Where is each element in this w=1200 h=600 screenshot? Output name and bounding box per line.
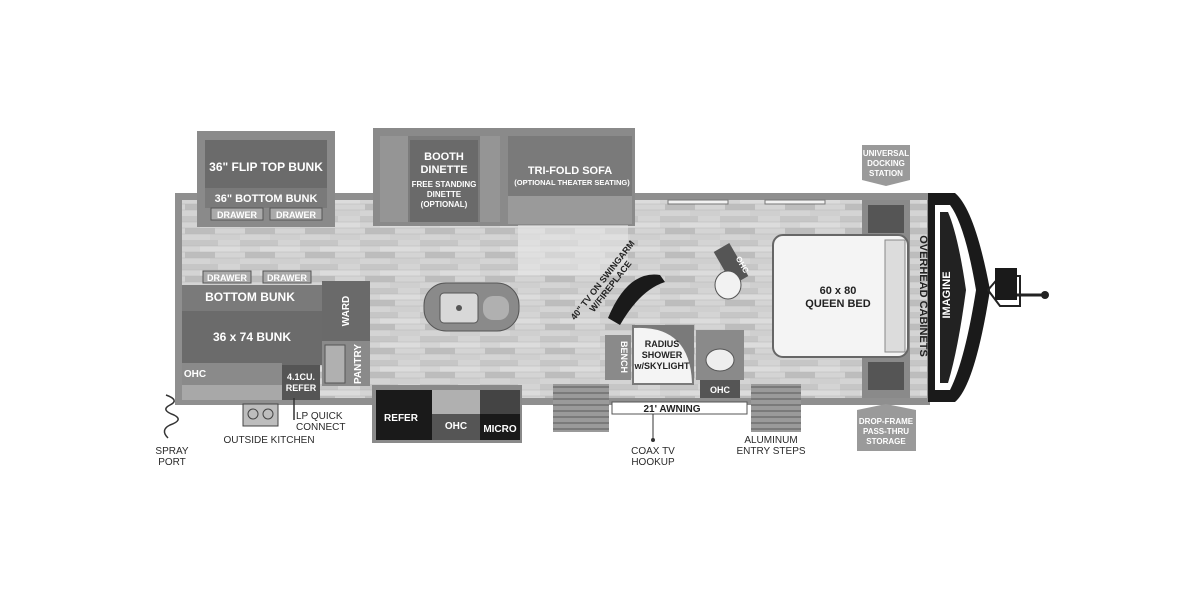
flip-top-bunk-slide: [197, 131, 335, 227]
toilet-icon: [713, 243, 749, 300]
kitchen-slide: [372, 385, 522, 443]
stove-icon: [480, 390, 520, 414]
sink-icon: [696, 330, 744, 398]
theater-seating-label: (OPTIONAL THEATER SEATING): [514, 178, 630, 187]
refer-label: REFER: [384, 413, 419, 424]
drawer-label: DRAWER: [207, 273, 247, 283]
brand-label: IMAGINE: [941, 271, 953, 318]
awning-label: 21' AWNING: [643, 404, 700, 415]
radius-shower: [632, 325, 694, 385]
bunk-36x74-label: 36 x 74 BUNK: [213, 330, 291, 344]
queen-bed: [772, 200, 910, 398]
bottom-bunk-36-label: 36" BOTTOM BUNK: [215, 193, 318, 205]
drawer-label: DRAWER: [267, 273, 307, 283]
ohc-label: OHC: [184, 369, 206, 380]
booth-dinette-slide: [373, 128, 635, 275]
tv-swingarm-icon: [608, 274, 665, 325]
hitch-icon: [986, 268, 1049, 307]
universal-docking-callout: [862, 145, 910, 186]
bench-label: BENCH: [619, 341, 629, 373]
bunk-block: [182, 285, 322, 400]
ward-label: WARD: [341, 296, 352, 327]
entry-steps-icon: [553, 384, 801, 432]
pantry-label: PANTRY: [353, 344, 364, 384]
flip-top-bunk-label: 36" FLIP TOP BUNK: [209, 160, 323, 174]
spray-hose-icon: [163, 394, 179, 439]
micro-label: MICRO: [483, 424, 517, 435]
kitchen-sink-icon: [423, 282, 520, 332]
trifold-sofa-label: TRI-FOLD SOFA: [528, 165, 612, 177]
refer-41-label: 4.1CU.REFER: [286, 372, 317, 393]
ohc-label: OHC: [445, 421, 467, 432]
grill-icon: [242, 403, 279, 427]
drawer-label: DRAWER: [217, 210, 257, 220]
front-cap: [928, 193, 990, 402]
drop-frame-callout: [857, 404, 916, 451]
drawer-label: DRAWER: [276, 210, 316, 220]
outside-kitchen-label: OUTSIDE KITCHEN: [223, 435, 314, 446]
bottom-bunk-label: BOTTOM BUNK: [205, 290, 295, 304]
ohc-label: OHC: [710, 385, 731, 395]
overhead-cabinets-label: OVERHEAD CABINETS: [917, 235, 929, 357]
